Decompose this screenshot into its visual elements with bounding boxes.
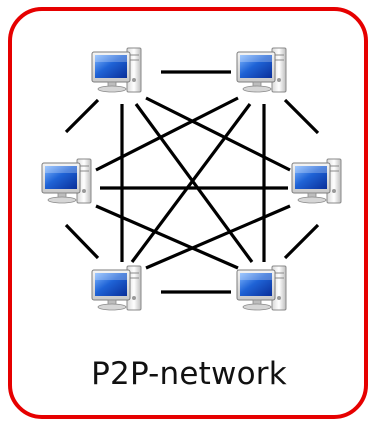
edge-top-right-to-middle-right [283, 98, 320, 135]
edge-top-left-to-middle-right [145, 96, 291, 172]
node-bottom-right-computer-icon [236, 265, 287, 311]
edge-top-left-to-bottom-right [134, 103, 254, 263]
node-top-right-computer-icon [236, 47, 287, 93]
diagram-caption: P2P-network [91, 356, 287, 392]
node-middle-left-computer-icon [41, 158, 92, 204]
edge-top-right-to-bottom-left [130, 103, 252, 263]
node-middle-right-computer-icon [291, 158, 342, 204]
edge-middle-left-to-bottom-left [64, 223, 100, 260]
edge-top-left-to-middle-left [64, 98, 100, 134]
diagram-frame [8, 7, 368, 419]
edge-bottom-left-to-middle-right [145, 204, 291, 270]
network-edges [64, 70, 320, 294]
edge-top-right-to-middle-left [95, 96, 239, 172]
node-bottom-left-computer-icon [91, 265, 142, 311]
node-top-left-computer-icon [91, 47, 142, 93]
edge-bottom-right-to-middle-left [95, 204, 239, 270]
edge-middle-right-to-bottom-right [283, 223, 320, 260]
